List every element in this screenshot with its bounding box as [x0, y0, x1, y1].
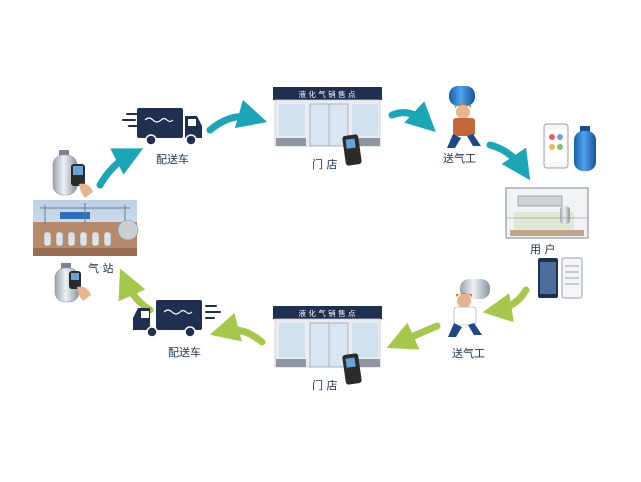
flow-arrows — [96, 99, 531, 350]
arrow-station-to-truck — [96, 148, 144, 189]
smartphone-app-icon — [543, 123, 569, 169]
store-bottom-node: 液 化 气 销 售 点 门 店 — [273, 306, 382, 392]
storefront-image: 液 化 气 销 售 点 — [273, 87, 382, 147]
arrow-store-to-truck — [209, 313, 266, 346]
delivery-truck-top-node: 配送车 — [122, 108, 202, 166]
blue-gas-cylinder-icon — [574, 126, 596, 171]
delivery-worker-bottom-node: 送气工 — [448, 279, 490, 360]
store-sign-text: 液 化 气 销 售 点 — [299, 89, 356, 99]
handheld-scanner-icon-bottom — [342, 353, 362, 385]
arrow-truck-to-store — [206, 99, 268, 134]
gas-station-plant-image — [33, 200, 139, 256]
delivery-worker-bottom-label: 送气工 — [452, 346, 485, 360]
delivery-worker-icon — [447, 86, 481, 148]
store-bottom-sign-text: 液 化 气 销 售 点 — [299, 308, 356, 318]
user-label: 用 户 — [530, 242, 556, 256]
store-top-node: 液 化 气 销 售 点 门 店 — [273, 87, 382, 171]
handheld-scanner-icon — [342, 134, 362, 166]
arrow-user-to-worker — [482, 286, 530, 323]
gas-station-label: 气 站 — [88, 261, 114, 275]
delivery-worker-label: 送气工 — [443, 151, 476, 165]
store-bottom-label: 门 店 — [312, 378, 338, 392]
delivery-truck-bottom-node: 配送车 — [133, 300, 221, 359]
mobile-app-screens-icon — [538, 257, 583, 299]
arrow-store-to-worker — [388, 101, 436, 133]
delivery-truck-icon — [122, 108, 202, 146]
delivery-truck-label: 配送车 — [156, 152, 189, 166]
arrow-truck-to-station — [118, 268, 154, 314]
kitchen-stove-image — [505, 187, 589, 239]
delivery-truck-icon-bottom — [133, 300, 221, 338]
gas-station-node: 气 站 — [33, 150, 139, 303]
user-node: 用 户 — [505, 123, 596, 299]
gas-cylinder-scan-icon-lower — [54, 263, 91, 303]
gas-cylinder-scan-icon — [52, 150, 93, 198]
arrow-worker-to-store — [386, 322, 441, 350]
storefront-image-bottom: 液 化 气 销 售 点 — [273, 306, 382, 368]
store-label: 门 店 — [312, 157, 338, 171]
delivery-truck-bottom-label: 配送车 — [168, 345, 201, 359]
delivery-worker-icon-grey — [448, 279, 490, 337]
arrow-worker-to-user — [486, 141, 531, 181]
delivery-worker-top-node: 送气工 — [443, 86, 481, 165]
